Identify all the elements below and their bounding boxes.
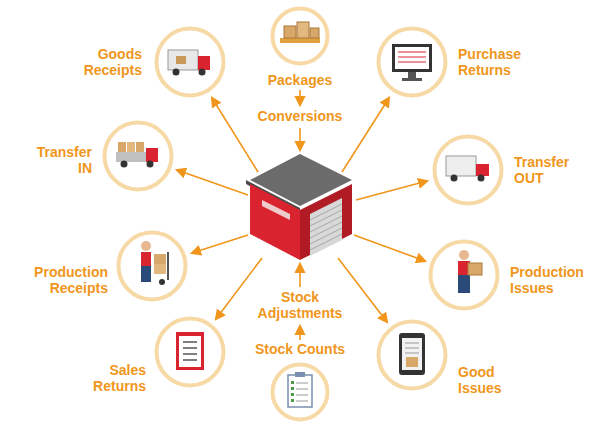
- icons: [116, 22, 489, 407]
- flow-label: Conversions: [245, 108, 355, 124]
- circle-outline: [116, 230, 188, 302]
- circle-ring: [157, 29, 224, 96]
- warehouse: [246, 154, 352, 260]
- icon-circle: Transfer IN: [102, 120, 174, 192]
- node-label: Purchase Returns: [458, 46, 538, 78]
- circle-outline: [102, 120, 174, 192]
- circle-outline: [376, 26, 448, 98]
- node-label: Packages: [255, 72, 345, 88]
- flow-arrows: [177, 90, 427, 340]
- circle-ring: [119, 233, 186, 300]
- circle-outline: [270, 6, 330, 66]
- node-label: Good Issues: [458, 364, 518, 396]
- node-label: Stock Counts: [245, 341, 355, 357]
- node-label: Transfer IN: [22, 144, 92, 176]
- flow-label: Stock Adjustments: [250, 289, 350, 321]
- node-label: Goods Receipts: [70, 46, 142, 78]
- node-label: Production Receipts: [12, 264, 108, 296]
- circle-outline: [154, 316, 226, 388]
- circle-ring: [105, 123, 172, 190]
- icon-circle: Purchase Returns: [376, 26, 448, 98]
- circle-ring: [157, 319, 224, 386]
- circle-outline: [428, 239, 500, 311]
- icon-circle: Stock Counts: [270, 362, 330, 422]
- node-label: Production Issues: [510, 264, 596, 296]
- node-label: Sales Returns: [86, 362, 146, 394]
- circle-outline: [432, 134, 504, 206]
- circle-ring: [273, 365, 328, 420]
- circle-ring: [273, 9, 328, 64]
- icon-circle: Production Issues: [428, 239, 500, 311]
- circle-outline: [270, 362, 330, 422]
- icon-circle: Goods Receipts: [154, 26, 226, 98]
- circle-outline: [376, 319, 448, 391]
- circle-ring: [379, 29, 446, 96]
- icon-circle: Sales Returns: [154, 316, 226, 388]
- circle-ring: [435, 137, 502, 204]
- icon-circle: Good Issues: [376, 319, 448, 391]
- circle-ring: [379, 322, 446, 389]
- circle-outline: [154, 26, 226, 98]
- icon-circle: Production Receipts: [116, 230, 188, 302]
- icon-circle: Packages: [270, 6, 330, 66]
- icon-circle: Transfer OUT: [432, 134, 504, 206]
- circle-ring: [431, 242, 498, 309]
- node-label: Transfer OUT: [514, 154, 590, 186]
